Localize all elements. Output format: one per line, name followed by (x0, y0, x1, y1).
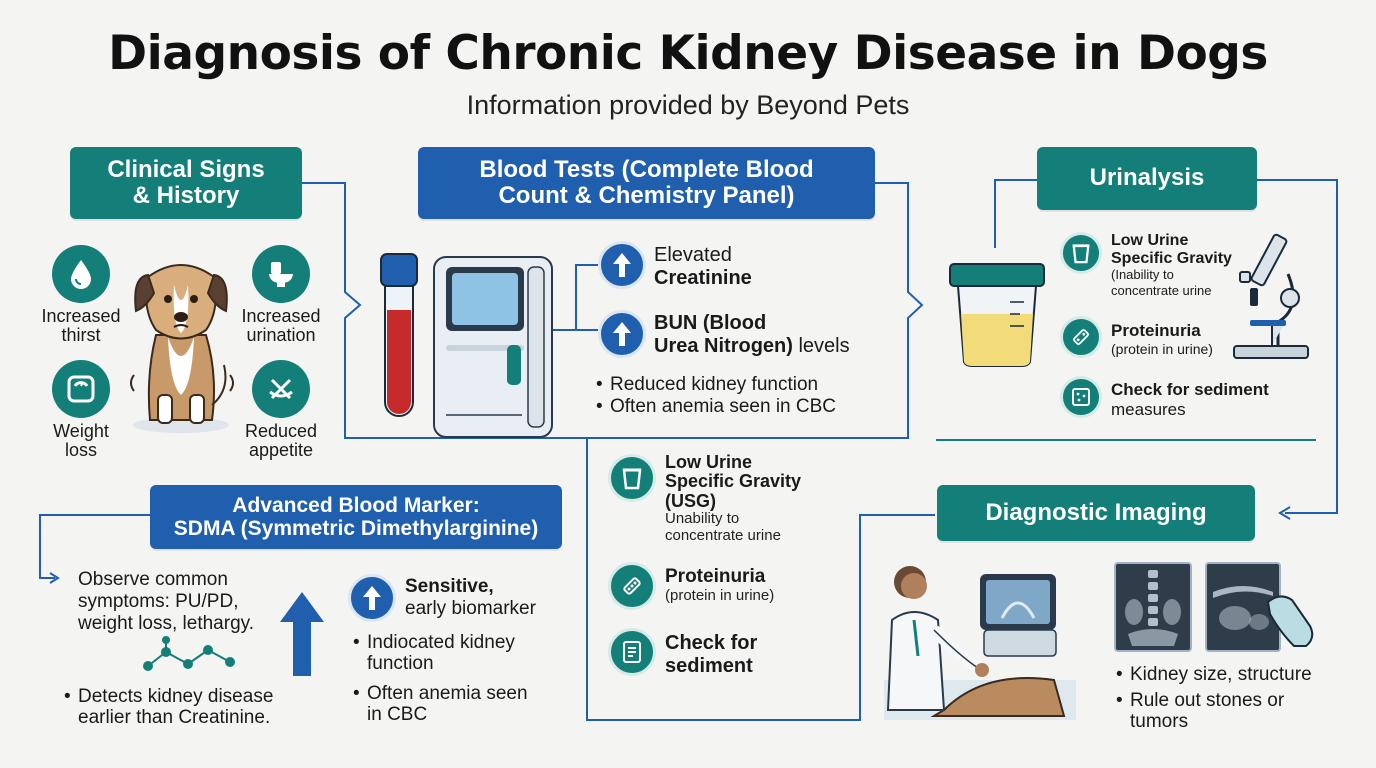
clinical-signs-header: Clinical Signs & History (70, 147, 302, 219)
test-strip-icon (608, 562, 656, 610)
gloved-hand-icon (1266, 595, 1314, 647)
blood-tests-title-line2: Count & Chemistry Panel) (498, 182, 795, 209)
blood-bullet-kidney-function: Reduced kidney function (596, 374, 818, 396)
bun-up-arrow-icon (598, 310, 646, 358)
sdma-up-arrow-icon (348, 574, 396, 622)
clinical-signs-title-line2: & History (132, 182, 240, 209)
urinalysis-cup-icon (1060, 232, 1102, 274)
center-proteinuria-text: Proteinuria (protein in urine) (665, 566, 775, 604)
toilet-icon (252, 245, 310, 303)
blood-test-tube-icon (380, 253, 418, 417)
xray-lateral-image (1205, 562, 1281, 652)
urinalysis-title: Urinalysis (1089, 164, 1205, 192)
urine-specimen-cup-icon (949, 263, 1045, 367)
clinical-signs-title-line1: Clinical Signs (107, 155, 265, 183)
imaging-bullet-kidney-size: Kidney size, structure (1116, 664, 1312, 686)
sad-dog-illustration (130, 264, 234, 433)
center-sediment-text: Check for sediment (665, 632, 758, 677)
sdma-title-line2: SDMA (Symmetric Dimethylarginine) (173, 517, 539, 540)
center-usg-text: Low Urine Specific Gravity (USG) Unabili… (665, 452, 802, 544)
page-subtitle: Information provided by Beyond Pets (466, 90, 910, 120)
creatinine-up-arrow-icon (598, 241, 646, 289)
page-title: Diagnosis of Chronic Kidney Disease in D… (108, 26, 1268, 81)
sdma-title-line1: Advanced Blood Marker: (232, 493, 480, 517)
vet-ultrasound-illustration (884, 566, 1076, 720)
molecule-icon (143, 636, 235, 671)
urinalysis-header: Urinalysis (1037, 147, 1257, 210)
bun-text: BUN (Blood Urea Nitrogen) levels (654, 312, 850, 357)
increase-arrow-icon (280, 592, 324, 676)
microscope-icon (1233, 233, 1309, 359)
urinalysis-sediment-icon (1060, 376, 1102, 418)
checklist-icon (608, 628, 656, 676)
sdma-detect-text: Detects kidney disease earlier than Crea… (64, 686, 273, 729)
sdma-observe-text: Observe common symptoms: PU/PD, weight l… (78, 569, 255, 634)
urine-cup-icon (608, 454, 656, 502)
scale-icon (52, 360, 110, 418)
urinalysis-sediment-text: Check for sediment measures (1111, 380, 1269, 419)
blood-analyzer-machine-icon (433, 256, 553, 438)
water-drop-icon (52, 245, 110, 303)
blood-tests-title-line1: Blood Tests (Complete Blood (479, 155, 814, 183)
xray-spine-image (1114, 562, 1192, 652)
no-food-icon (252, 360, 310, 418)
urinalysis-usg-text: Low Urine Specific Gravity (Inability to… (1111, 232, 1232, 298)
urinalysis-strip-icon (1060, 316, 1102, 358)
blood-bullet-anemia: Often anemia seen in CBC (596, 396, 836, 418)
blood-tests-header: Blood Tests (Complete Blood Count & Chem… (418, 147, 875, 219)
imaging-header: Diagnostic Imaging (937, 485, 1255, 541)
sdma-header: Advanced Blood Marker: SDMA (Symmetric D… (150, 485, 562, 549)
sdma-sensitive-text: Sensitive, early biomarker (405, 576, 536, 619)
creatinine-text: Elevated Creatinine (654, 244, 752, 289)
urinalysis-proteinuria-text: Proteinuria (protein in urine) (1111, 321, 1213, 357)
imaging-title: Diagnostic Imaging (985, 498, 1207, 526)
